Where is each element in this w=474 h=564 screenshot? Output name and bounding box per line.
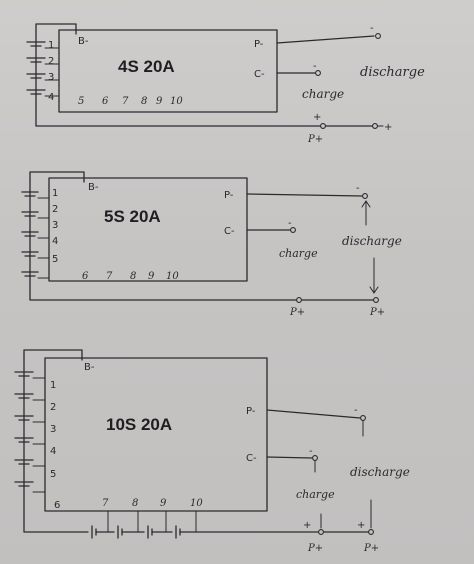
charge-label-5s: charge bbox=[279, 247, 318, 260]
bms-board-10s bbox=[44, 357, 268, 512]
bms-board-5s bbox=[48, 177, 248, 282]
pplus-label-10s-2: P+ bbox=[363, 543, 379, 554]
pin-label-4s-6: 6 bbox=[102, 96, 109, 107]
cell-label-4s-2: 2 bbox=[48, 56, 54, 67]
diagram-title-4s: 4S 20A bbox=[118, 57, 175, 76]
cell-label-5s-5: 5 bbox=[52, 254, 58, 265]
cell-label-4s-1: 1 bbox=[48, 40, 54, 51]
pplus-label-5s-2: P+ bbox=[369, 307, 385, 318]
cell-label-10s-5: 5 bbox=[50, 469, 56, 480]
p-minus-label-5s: P- bbox=[224, 190, 234, 201]
pin-label-10s-9: 9 bbox=[160, 498, 167, 509]
c-minus-label-10s: C- bbox=[246, 453, 257, 464]
cell-label-10s-3: 3 bbox=[50, 424, 56, 435]
pin-label-10s-10: 10 bbox=[190, 498, 203, 509]
minus-mark-10s-charge: - bbox=[309, 446, 313, 457]
battery-stack-4s bbox=[26, 23, 77, 105]
cell-label-5s-1: 1 bbox=[52, 188, 58, 199]
diagram-10s: 10S 20A 1 2 3 4 5 6 B bbox=[14, 349, 410, 554]
minus-mark-10s-discharge: - bbox=[354, 405, 358, 416]
cell-label-5s-2: 2 bbox=[52, 204, 58, 215]
pin-label-4s-9: 9 bbox=[156, 96, 163, 107]
pin-label-5s-7: 7 bbox=[106, 271, 113, 282]
cell-label-5s-4: 4 bbox=[52, 236, 58, 247]
cell-label-10s-4: 4 bbox=[50, 446, 56, 457]
pplus-label-4s: P+ bbox=[307, 134, 323, 145]
cell-label-4s-3: 3 bbox=[48, 72, 54, 83]
b-minus-label-10s: B- bbox=[84, 362, 95, 373]
diagram-title-5s: 5S 20A bbox=[104, 207, 161, 226]
p-minus-label-4s: P- bbox=[254, 39, 264, 50]
diagram-title-10s: 10S 20A bbox=[106, 415, 172, 434]
plus-mark-4s-charge: + bbox=[313, 112, 321, 123]
pin-label-5s-10: 10 bbox=[166, 271, 179, 282]
b-minus-label-5s: B- bbox=[88, 182, 99, 193]
b-minus-label-4s: B- bbox=[78, 36, 89, 47]
diagram-5s: 5S 20A 1 2 3 4 5 B- 6 7 8 9 bbox=[21, 171, 402, 318]
c-minus-label-4s: C- bbox=[254, 69, 265, 80]
battery-stack-5s bbox=[21, 171, 85, 291]
pin-label-10s-8: 8 bbox=[132, 498, 138, 509]
c-minus-label-5s: C- bbox=[224, 226, 235, 237]
cell-label-10s-1: 1 bbox=[50, 380, 56, 391]
minus-mark-4s-discharge: - bbox=[370, 23, 374, 34]
pin-label-5s-9: 9 bbox=[148, 271, 155, 282]
pplus-label-10s: P+ bbox=[307, 543, 323, 554]
minus-mark-5s-discharge: - bbox=[356, 183, 360, 194]
discharge-label-4s: discharge bbox=[360, 65, 425, 80]
discharge-label-10s: discharge bbox=[350, 465, 410, 479]
plus-mark-4s-discharge: + bbox=[384, 122, 392, 133]
cell-label-10s-2: 2 bbox=[50, 402, 56, 413]
pin-label-10s-7: 7 bbox=[102, 498, 109, 509]
pin-label-5s-8: 8 bbox=[130, 271, 136, 282]
minus-mark-5s-charge: - bbox=[288, 218, 292, 229]
pin-label-4s-8: 8 bbox=[141, 96, 147, 107]
pplus-label-5s: P+ bbox=[289, 307, 305, 318]
plus-mark-10s-charge: + bbox=[303, 520, 311, 531]
pin-label-5s-6: 6 bbox=[82, 271, 89, 282]
bms-board-4s bbox=[58, 29, 278, 113]
plus-mark-10s-discharge: + bbox=[357, 520, 365, 531]
p-minus-label-10s: P- bbox=[246, 406, 256, 417]
cell-label-5s-3: 3 bbox=[52, 220, 58, 231]
pin-label-4s-5: 5 bbox=[78, 96, 84, 107]
diagram-4s: 4S 20A 1 2 3 4 B- 5 6 7 8 9 bbox=[26, 23, 425, 145]
pin-label-4s-10: 10 bbox=[170, 96, 183, 107]
battery-stack-10s bbox=[14, 349, 83, 513]
charge-label-4s: charge bbox=[302, 87, 344, 101]
pin-label-4s-7: 7 bbox=[122, 96, 129, 107]
cell-label-4s-4: 4 bbox=[48, 92, 54, 103]
cell-label-10s-6: 6 bbox=[54, 500, 60, 511]
charge-label-10s: charge bbox=[296, 488, 335, 501]
minus-mark-4s-charge: - bbox=[313, 61, 317, 72]
discharge-label-5s: discharge bbox=[342, 234, 402, 248]
